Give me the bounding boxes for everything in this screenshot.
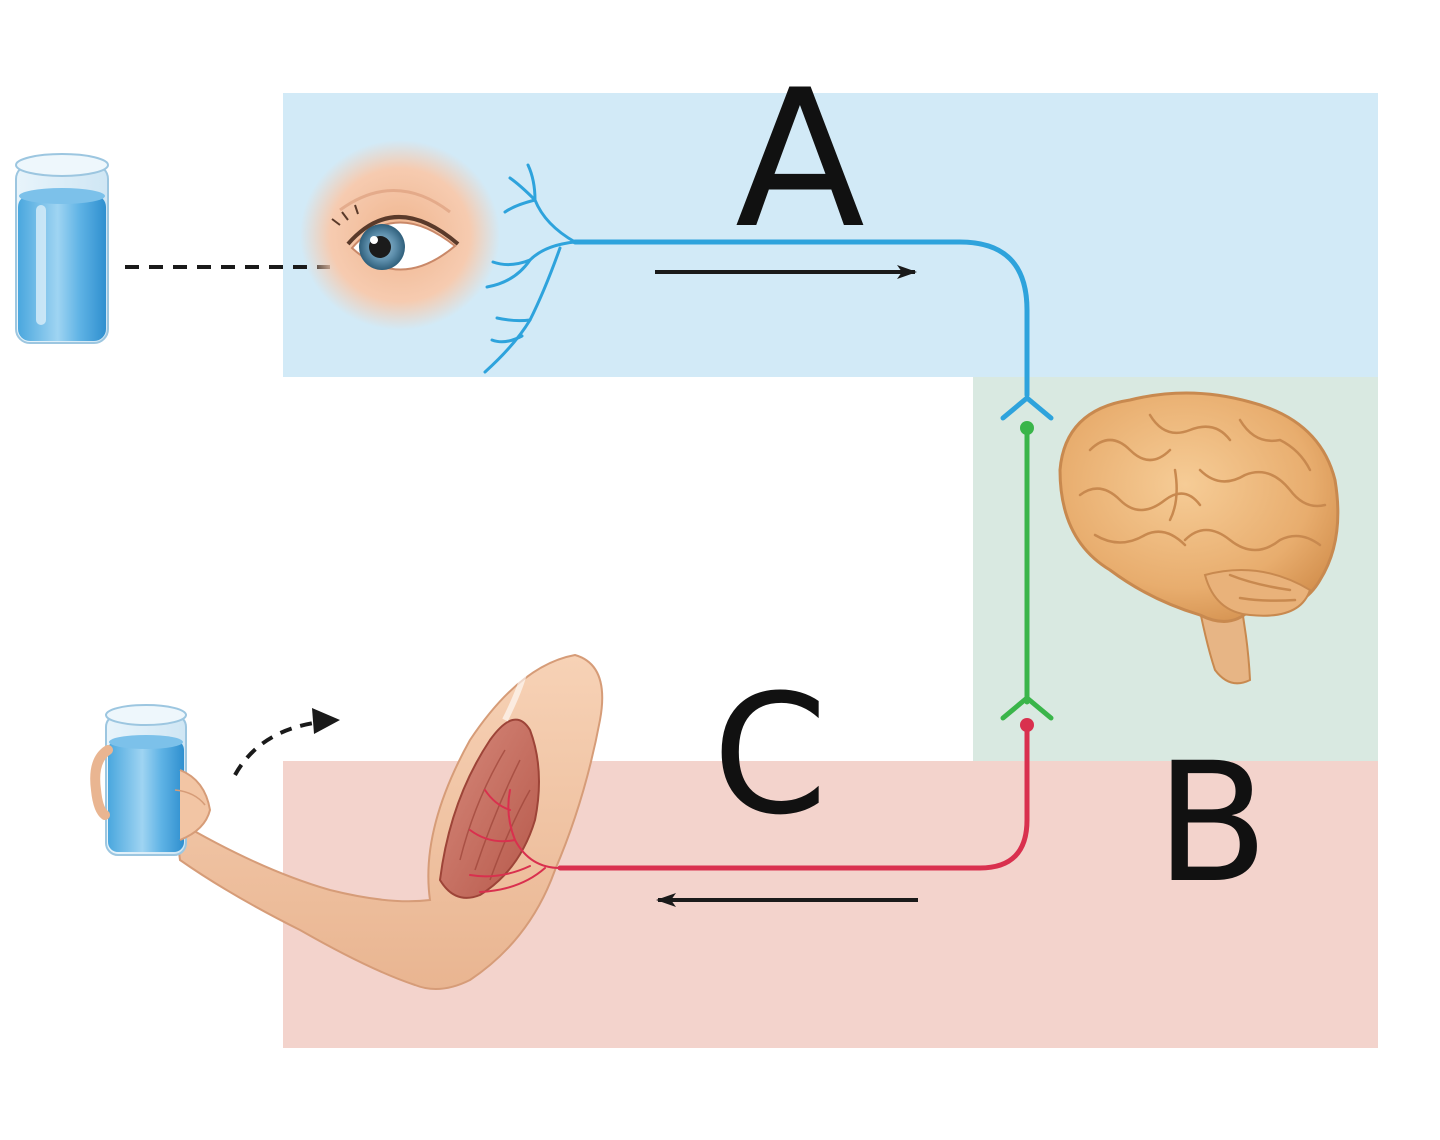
- sensory-neuron-dendrites: [483, 163, 577, 374]
- sensory-neuron-terminal: [1000, 395, 1054, 421]
- label-c: C: [712, 659, 827, 851]
- motor-neuron: [557, 722, 1030, 871]
- water-glass-icon: [15, 153, 109, 344]
- interneuron-cell-body: [1020, 421, 1034, 435]
- label-a: A: [735, 49, 865, 270]
- movement-arrow-head: [312, 708, 340, 734]
- arm-muscle-icon: [173, 653, 604, 990]
- label-b: B: [1155, 727, 1268, 919]
- eye-icon: [300, 140, 500, 330]
- interneuron-terminal: [1000, 695, 1054, 721]
- sensory-neuron: [572, 239, 1030, 398]
- hand-holding-glass-icon: [90, 704, 212, 856]
- movement-dashed-arrow: [233, 720, 321, 776]
- brain-icon: [1058, 391, 1340, 685]
